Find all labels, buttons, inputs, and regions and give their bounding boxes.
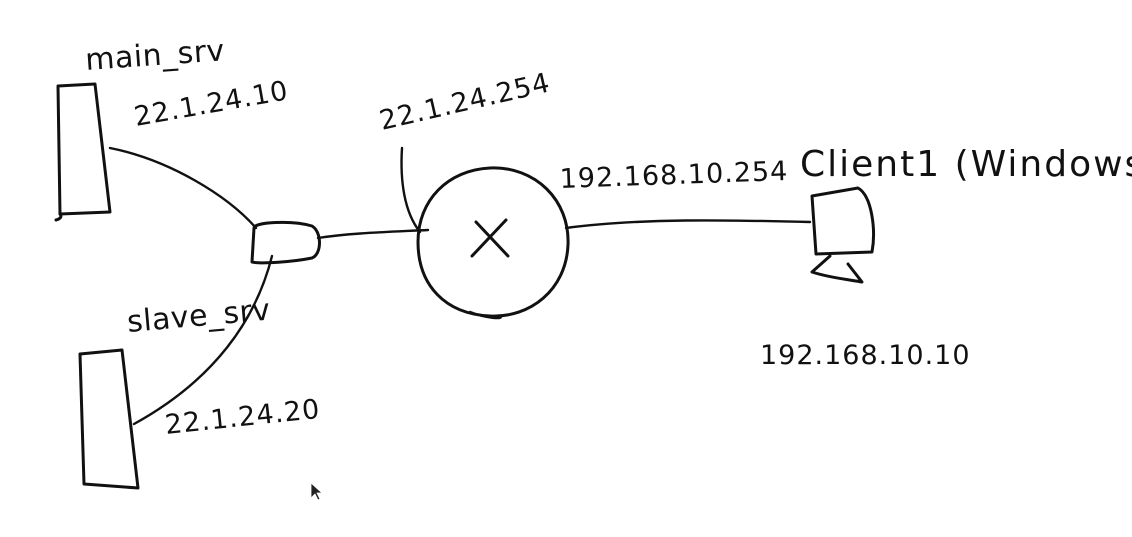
mouse-pointer-icon <box>310 482 324 501</box>
router-inside-ip-label: 22.1.24.254 <box>377 67 554 136</box>
switch-icon <box>250 220 321 265</box>
link-router-to-client <box>564 219 812 230</box>
monitor-icon <box>810 186 875 284</box>
main-server-name-label: main_srv <box>84 33 226 78</box>
link-slave-to-switch <box>132 254 274 426</box>
slave-server-icon <box>78 348 140 490</box>
main-server-icon <box>54 82 112 222</box>
router-outside-ip-label: 192.168.10.254 <box>559 156 789 195</box>
client-ip-label: 192.168.10.10 <box>760 340 971 371</box>
router-x-icon <box>416 166 570 320</box>
router-inside-ip-leader <box>400 146 422 234</box>
client-name-label: Client1 (Windows) <box>800 144 1132 185</box>
main-server-ip-label: 22.1.24.10 <box>132 75 291 133</box>
link-switch-to-router <box>316 228 430 240</box>
slave-server-ip-label: 22.1.24.20 <box>163 394 321 441</box>
link-main-to-switch <box>108 146 258 230</box>
slave-server-name-label: slave_srv <box>126 293 272 340</box>
